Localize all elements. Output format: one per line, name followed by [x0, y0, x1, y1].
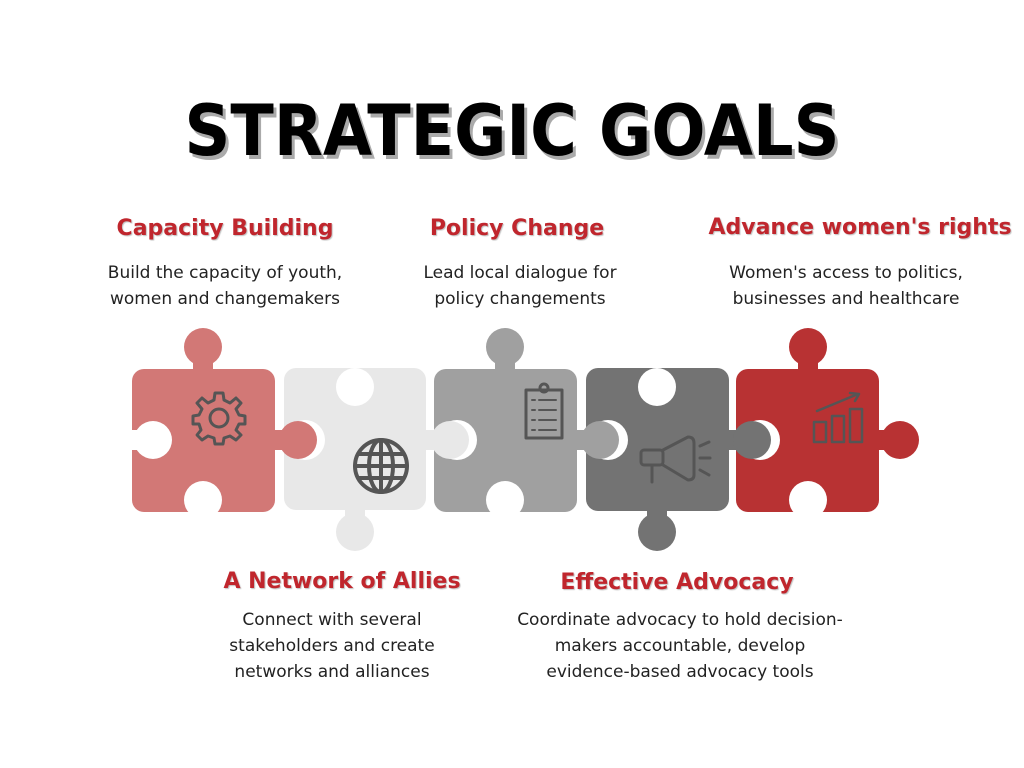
- puzzle-piece-womens-rights: [736, 328, 879, 512]
- desc-line: Build the capacity of youth,: [107, 263, 343, 283]
- desc-line: stakeholders and create: [229, 636, 435, 656]
- desc-line: evidence-based advocacy tools: [546, 662, 814, 682]
- goal-desc-capacity: Build the capacity of youth, women and c…: [75, 260, 375, 312]
- goal-desc-womens-rights: Women's access to politics, businesses a…: [696, 260, 996, 312]
- page-title: STRATEGIC GOALS: [185, 90, 840, 172]
- desc-line: networks and alliances: [234, 662, 430, 682]
- goal-heading-womens-rights: Advance women's rights: [708, 215, 1012, 240]
- desc-line: Women's access to politics,: [729, 263, 963, 283]
- desc-line: businesses and healthcare: [732, 289, 960, 309]
- gear-icon: [191, 391, 247, 446]
- puzzle-piece-policy: [434, 328, 577, 512]
- goal-heading-advocacy: Effective Advocacy: [560, 570, 794, 595]
- desc-line: policy changements: [434, 289, 606, 309]
- goal-heading-network: A Network of Allies: [223, 569, 461, 594]
- megaphone-icon: [639, 435, 712, 484]
- goal-heading-policy: Policy Change: [429, 216, 605, 241]
- growth-chart-icon: [812, 391, 864, 444]
- puzzle-tabs: [270, 421, 919, 459]
- goal-desc-network: Connect with several stakeholders and cr…: [182, 607, 482, 685]
- globe-icon: [353, 438, 409, 494]
- goal-desc-advocacy: Coordinate advocacy to hold decision- ma…: [490, 607, 870, 685]
- desc-line: Coordinate advocacy to hold decision-: [517, 610, 843, 630]
- page-title-wrap: STRATEGIC GOALS: [185, 90, 840, 172]
- clipboard-icon: [524, 382, 564, 440]
- desc-line: women and changemakers: [110, 289, 340, 309]
- goal-desc-policy: Lead local dialogue for policy changemen…: [370, 260, 670, 312]
- goal-heading-capacity: Capacity Building: [116, 216, 334, 241]
- desc-line: makers accountable, develop: [554, 636, 806, 656]
- desc-line: Connect with several: [242, 610, 422, 630]
- desc-line: Lead local dialogue for: [423, 263, 617, 283]
